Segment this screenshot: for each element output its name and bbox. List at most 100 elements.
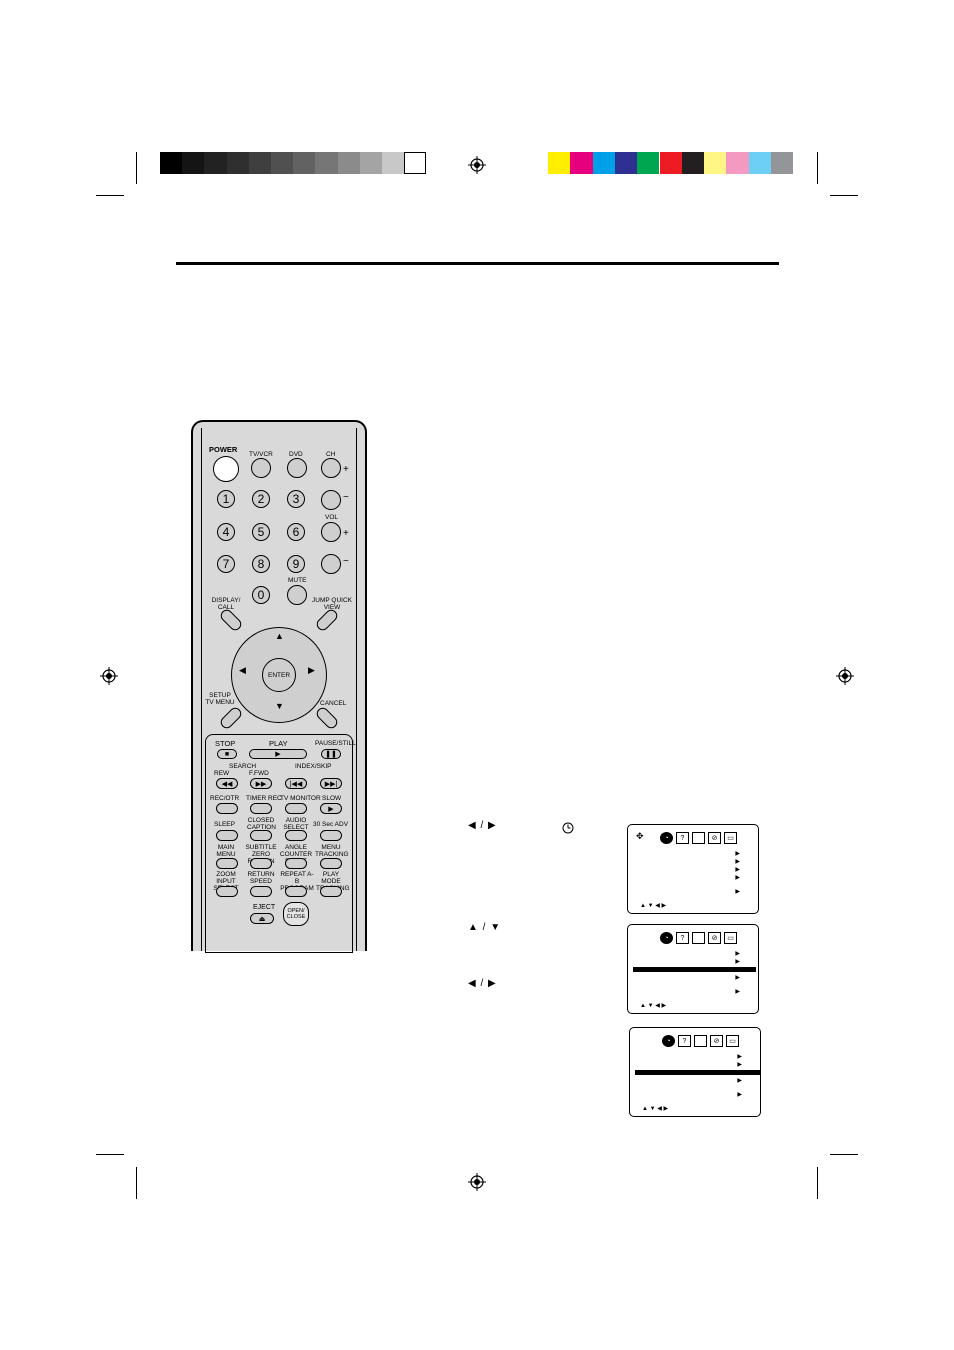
gray-swatch bbox=[315, 152, 338, 174]
mute-button[interactable] bbox=[287, 585, 307, 605]
submenu-arrow-icon: ▶ bbox=[737, 1062, 742, 1068]
color-swatch bbox=[570, 152, 593, 174]
digit-6-button[interactable]: 6 bbox=[287, 523, 305, 541]
step-1-arrows: ◀ / ▶ bbox=[468, 820, 497, 831]
menu-tracking-label: MENU TRACKING bbox=[315, 844, 349, 858]
tv-monitor-label: TV MONITOR bbox=[280, 795, 321, 802]
setup-tv-menu-label: SETUP TV MENU bbox=[205, 692, 235, 706]
fast-forward-button[interactable]: ▶▶ bbox=[250, 778, 272, 789]
power-button[interactable] bbox=[213, 456, 239, 482]
registration-mark-icon bbox=[468, 1173, 486, 1191]
dvd-label: DVD bbox=[289, 451, 303, 458]
osd-menu-3: ◔ ? ⊘ ▭ ▶ ▶ ▶ ▶ ▲ ▼ ◀ ▶ bbox=[629, 1027, 761, 1117]
digit-8-button[interactable]: 8 bbox=[252, 555, 270, 573]
stop-button[interactable]: ■ bbox=[217, 749, 237, 759]
return-speed-button[interactable] bbox=[250, 886, 272, 897]
sec-adv-button[interactable] bbox=[320, 830, 342, 841]
tv-vcr-button[interactable] bbox=[251, 458, 271, 478]
submenu-arrow-icon: ▶ bbox=[735, 975, 740, 981]
digit-1-button[interactable]: 1 bbox=[217, 490, 235, 508]
rec-otr-button[interactable] bbox=[216, 803, 238, 814]
pause-still-label: PAUSE/STILL bbox=[315, 740, 356, 747]
osd-nav-hint: ▲ ▼ ◀ ▶ bbox=[640, 1003, 667, 1009]
play-mode-button[interactable] bbox=[320, 886, 342, 897]
timer-rec-button[interactable] bbox=[250, 803, 272, 814]
highlight-bar bbox=[635, 1070, 760, 1075]
digit-9-button[interactable]: 9 bbox=[287, 555, 305, 573]
color-swatch bbox=[748, 152, 771, 174]
gray-swatch bbox=[271, 152, 294, 174]
pause-still-button[interactable]: ❚❚ bbox=[321, 749, 341, 759]
angle-button[interactable] bbox=[285, 858, 307, 869]
stop-label: STOP bbox=[215, 739, 236, 748]
submenu-arrow-icon: ▶ bbox=[735, 959, 740, 965]
cancel-label: CANCEL bbox=[320, 700, 347, 707]
dvd-button[interactable] bbox=[287, 458, 307, 478]
sleep-label: SLEEP bbox=[214, 821, 235, 828]
vol-label: VOL bbox=[325, 514, 339, 521]
main-menu-button[interactable] bbox=[216, 858, 238, 869]
gray-swatch bbox=[337, 152, 360, 174]
gray-swatch bbox=[382, 152, 405, 174]
remote-lower-panel bbox=[205, 734, 353, 953]
repeat-ab-button[interactable] bbox=[285, 886, 307, 897]
crop-mark bbox=[136, 1167, 137, 1199]
display-call-label: DISPLAY/ CALL bbox=[211, 597, 241, 611]
move-cursor-icon: ✥ bbox=[636, 831, 644, 841]
sleep-button[interactable] bbox=[216, 830, 238, 841]
osd-tabs: ◔ ? ⊘ ▭ bbox=[662, 1035, 739, 1047]
menu-tracking-button[interactable] bbox=[320, 858, 342, 869]
rec-otr-label: REC/OTR bbox=[210, 795, 240, 802]
play-button[interactable]: ▶ bbox=[249, 749, 307, 759]
crop-mark bbox=[830, 195, 858, 196]
skip-back-button[interactable]: |◀◀ bbox=[285, 778, 307, 789]
color-swatch bbox=[637, 152, 660, 174]
plus-icon: + bbox=[343, 464, 349, 475]
audio-select-label: AUDIO SELECT bbox=[283, 817, 309, 831]
registration-mark-icon bbox=[100, 667, 118, 685]
ch-label: CH bbox=[326, 451, 336, 458]
digit-2-button[interactable]: 2 bbox=[252, 490, 270, 508]
cross-icon: ⊘ bbox=[708, 832, 721, 844]
skip-forward-button[interactable]: ▶▶| bbox=[320, 778, 342, 789]
color-swatch bbox=[614, 152, 638, 174]
volume-down-button[interactable] bbox=[321, 554, 341, 574]
ffwd-label: F.FWD bbox=[249, 770, 269, 777]
color-swatch bbox=[548, 152, 571, 174]
osd-menu-2: ◔ ? ⊘ ▭ ▶ ▶ ▶ ▶ ▲ ▼ ◀ ▶ bbox=[627, 924, 759, 1014]
clock-icon bbox=[562, 822, 574, 834]
open-close-button[interactable]: OPEN/ CLOSE bbox=[283, 902, 309, 926]
step-2-arrows: ▲ / ▼ bbox=[468, 922, 502, 933]
digit-3-button[interactable]: 3 bbox=[287, 490, 305, 508]
submenu-arrow-icon: ▶ bbox=[735, 851, 740, 857]
zoom-button[interactable] bbox=[216, 886, 238, 897]
color-swatch bbox=[681, 152, 705, 174]
subtitle-button[interactable] bbox=[250, 858, 272, 869]
channel-down-button[interactable] bbox=[321, 490, 341, 510]
crop-mark bbox=[830, 1154, 858, 1155]
right-arrow-icon: ▶ bbox=[308, 665, 315, 675]
tv-monitor-button[interactable] bbox=[285, 803, 307, 814]
gray-swatch bbox=[160, 152, 183, 174]
submenu-arrow-icon: ▶ bbox=[737, 1078, 742, 1084]
slow-button[interactable]: ▶ bbox=[320, 803, 342, 814]
digit-7-button[interactable]: 7 bbox=[217, 555, 235, 573]
closed-caption-button[interactable] bbox=[250, 830, 272, 841]
channel-up-button[interactable] bbox=[321, 458, 341, 478]
mute-label: MUTE bbox=[288, 577, 307, 584]
submenu-arrow-icon: ▶ bbox=[735, 867, 740, 873]
digit-5-button[interactable]: 5 bbox=[252, 523, 270, 541]
submenu-arrow-icon: ▶ bbox=[737, 1054, 742, 1060]
osd-menu-1: ✥ ◔ ? ⊘ ▭ ▶ ▶ ▶ ▶ ▶ ▲ ▼ ◀ ▶ bbox=[627, 824, 759, 914]
remote-control-illustration: POWER TV/VCR DVD CH VOL + − + − 1 2 3 4 … bbox=[191, 420, 369, 953]
rewind-button[interactable]: ◀◀ bbox=[216, 778, 238, 789]
return-speed-label: RETURN SPEED bbox=[247, 871, 275, 885]
digit-4-button[interactable]: 4 bbox=[217, 523, 235, 541]
enter-button[interactable]: ENTER bbox=[262, 658, 296, 692]
open-close-label: OPEN/ CLOSE bbox=[286, 908, 306, 920]
screen-icon bbox=[692, 832, 705, 844]
volume-up-button[interactable] bbox=[321, 522, 341, 542]
eject-button[interactable]: ⏏ bbox=[250, 913, 274, 924]
digit-0-button[interactable]: 0 bbox=[252, 586, 270, 604]
audio-select-button[interactable] bbox=[285, 830, 307, 841]
